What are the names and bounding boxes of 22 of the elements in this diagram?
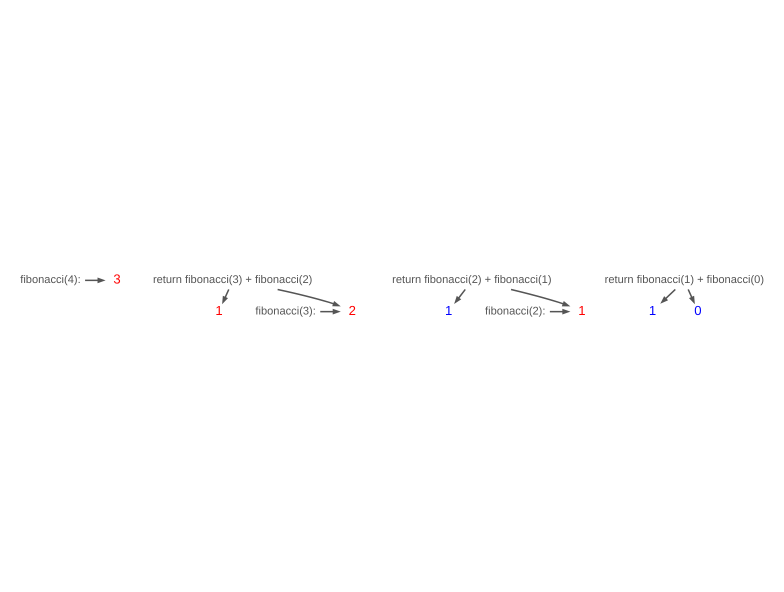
node-text: 1 xyxy=(648,302,656,318)
arrow xyxy=(277,288,341,306)
node-text: 1 xyxy=(215,302,223,318)
node-text: 3 xyxy=(113,272,121,287)
node-text: 1 xyxy=(578,302,586,318)
arrow xyxy=(660,288,676,304)
node-text: return fibonacci(1) + fibonacci(0) xyxy=(604,274,764,286)
arrow xyxy=(454,289,466,304)
node-text: fibonacci(4): xyxy=(20,274,81,286)
arrow xyxy=(688,289,695,304)
node-text: return fibonacci(2) + fibonacci(1) xyxy=(392,274,552,286)
arrow xyxy=(510,288,570,306)
arrow xyxy=(85,278,106,284)
node-text: fibonacci(2): xyxy=(485,305,546,318)
arrow xyxy=(320,308,341,314)
node-text: return fibonacci(3) + fibonacci(2) xyxy=(152,274,312,286)
node-text: 0 xyxy=(694,302,702,318)
arrow xyxy=(550,308,570,314)
node-text: 2 xyxy=(348,302,356,318)
arrow xyxy=(222,289,230,304)
node-text: fibonacci(3): xyxy=(255,305,316,318)
node-text: 1 xyxy=(445,302,452,318)
